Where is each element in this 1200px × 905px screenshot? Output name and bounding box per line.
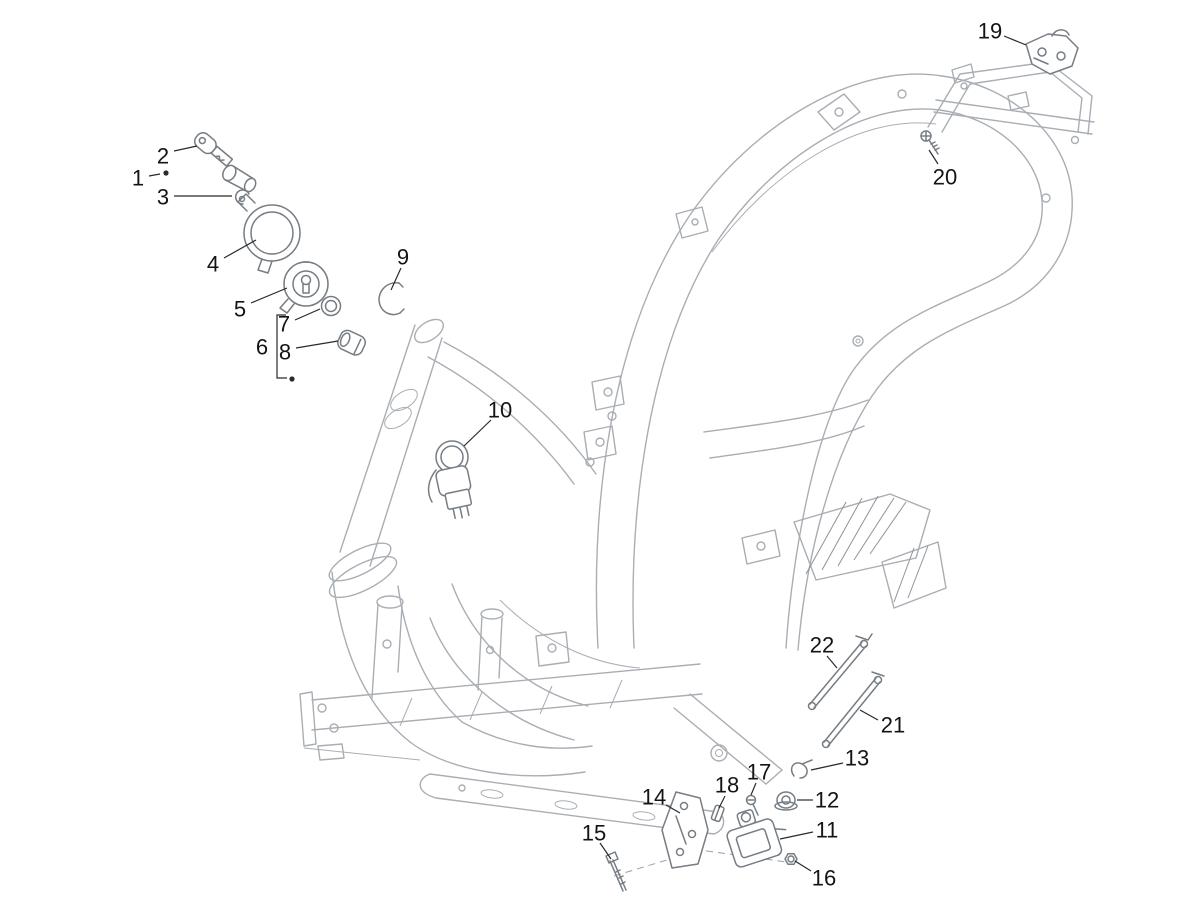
callout-leader-8 — [295, 340, 339, 349]
callout-label-14: 14 — [642, 785, 666, 810]
callout-leader-16 — [794, 860, 812, 872]
callout-leader-13 — [810, 762, 844, 771]
part-drawing-17 — [745, 794, 759, 816]
callout-label-1: 1 — [132, 166, 144, 191]
part-drawing-21 — [821, 671, 885, 749]
callout-leader-1 — [148, 173, 161, 177]
callout-label-21: 21 — [881, 713, 905, 738]
callout-leader-10 — [463, 419, 492, 447]
callout-label-2: 2 — [157, 144, 169, 169]
part-drawing-8 — [337, 329, 366, 356]
callout-label-7: 7 — [278, 312, 290, 337]
callout-label-12: 12 — [815, 788, 839, 813]
part-drawing-12 — [774, 791, 798, 811]
part-drawing-16 — [784, 853, 798, 865]
part-drawing-13 — [790, 759, 813, 779]
callout-label-5: 5 — [234, 297, 246, 322]
part-drawing-7 — [320, 295, 342, 317]
callout-label-3: 3 — [157, 185, 169, 210]
callout-leader-21 — [859, 709, 879, 721]
part-drawing-5 — [279, 261, 329, 314]
callout-label-9: 9 — [397, 245, 409, 270]
part-drawing-11 — [726, 809, 787, 868]
callout-leader-6 — [276, 314, 287, 379]
callout-label-4: 4 — [207, 252, 219, 277]
callout-leader-7 — [294, 308, 321, 321]
frame-drawing — [299, 61, 1095, 877]
callout-leader-22 — [826, 655, 838, 669]
callout-label-20: 20 — [933, 165, 957, 190]
callout-label-11: 11 — [816, 818, 839, 843]
part-drawing-18 — [710, 804, 725, 823]
callout-leader-15 — [599, 842, 612, 860]
part-drawing-19 — [1025, 29, 1079, 75]
part-drawings — [193, 29, 1079, 892]
callout-dot-6 — [289, 376, 295, 382]
callout-label-10: 10 — [488, 398, 512, 423]
part-drawing-14 — [661, 791, 709, 869]
callout-label-15: 15 — [582, 821, 606, 846]
callout-leader-4 — [223, 239, 257, 259]
callout-label-18: 18 — [715, 773, 739, 798]
callout-label-8: 8 — [279, 340, 291, 365]
callout-leader-20 — [928, 149, 939, 165]
callout-leader-9 — [390, 267, 402, 291]
part-drawing-22 — [807, 633, 873, 711]
part-drawing-9 — [378, 282, 405, 316]
callout-leader-11 — [779, 831, 814, 840]
callout-label-19: 19 — [978, 19, 1002, 44]
callout-label-6: 6 — [256, 335, 268, 360]
callout-label-22: 22 — [810, 633, 834, 658]
callout-label-13: 13 — [845, 746, 869, 771]
callout-dot-1 — [163, 170, 169, 176]
callout-leader-17 — [750, 782, 757, 796]
part-drawing-15 — [605, 851, 627, 892]
callout-leader-2 — [173, 145, 198, 152]
part-drawing-20 — [920, 130, 940, 155]
callout-leader-18 — [718, 795, 726, 809]
part-drawing-2 — [193, 132, 234, 167]
callout-label-17: 17 — [747, 760, 771, 785]
callout-leader-5 — [250, 287, 288, 304]
part-drawing-3 — [222, 164, 257, 193]
part-drawing-10 — [427, 440, 473, 520]
callout-leader-14 — [665, 804, 681, 814]
callout-label-16: 16 — [812, 866, 836, 891]
callout-leader-19 — [1003, 35, 1027, 46]
part-drawing-4 — [237, 193, 301, 274]
